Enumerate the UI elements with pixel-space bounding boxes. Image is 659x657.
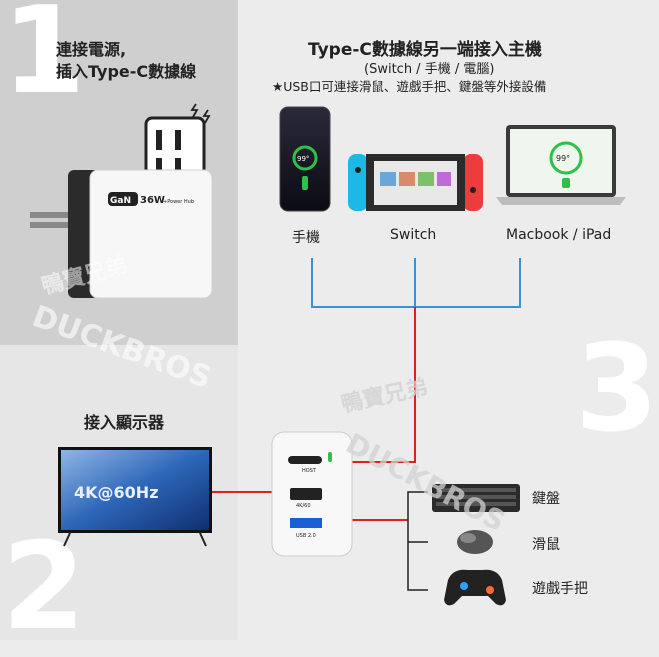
gan-charger-icon: GaN 36W +Power Hub (30, 169, 213, 299)
keyboard-icon (432, 484, 520, 512)
tv-icon: 4K@60Hz (58, 447, 212, 547)
phone-icon: 99° (279, 106, 331, 212)
power-hub-icon: HOST 4K/60 USB 2.0 (271, 431, 353, 557)
step3-subtitle: (Switch / 手機 / 電腦) (364, 62, 495, 77)
step3-number: 3 (575, 320, 659, 459)
mouse-icon (457, 530, 493, 554)
peripheral-label-keyboard: 鍵盤 (532, 491, 560, 507)
switch-icon (348, 154, 483, 211)
peripheral-bracket (407, 491, 428, 591)
step1-title-line1: 連接電源, (56, 40, 127, 59)
laptop-charge: 99° (556, 154, 570, 163)
step1-title-line2: 插入Type-C數據線 (56, 62, 197, 81)
hub-port-usb: USB 2.0 (296, 533, 316, 539)
charger-power: 36W (140, 195, 165, 206)
step3-title: Type-C數據線另一端接入主機 (308, 40, 542, 60)
tv-resolution-text: 4K@60Hz (74, 483, 159, 502)
device-label-phone: 手機 (292, 230, 320, 246)
device-label-laptop: Macbook / iPad (506, 227, 612, 243)
peripheral-label-mouse: 滑鼠 (532, 537, 560, 553)
step2-number: 2 (2, 518, 86, 657)
step1-number: 1 (2, 0, 86, 121)
step3-note: ★USB口可連接滑鼠、遊戲手把、鍵盤等外接設備 (272, 79, 547, 94)
device-label-switch: Switch (390, 227, 437, 243)
charger-brand: GaN (110, 196, 131, 206)
blue-connection-lines (311, 258, 521, 308)
hub-port-host: HOST (302, 468, 317, 474)
charger-model: +Power Hub (163, 199, 194, 205)
red-connection-lines (212, 307, 416, 521)
phone-charge: 99° (297, 155, 309, 163)
gamepad-icon (444, 569, 506, 606)
peripheral-label-gamepad: 遊戲手把 (532, 581, 588, 597)
step2-title: 接入顯示器 (84, 413, 165, 432)
hub-port-hdmi: 4K/60 (296, 503, 311, 509)
illustration-layer: GaN 36W +Power Hub 99° 99° 4K@60Hz (30, 103, 626, 606)
laptop-icon: 99° (496, 125, 626, 205)
